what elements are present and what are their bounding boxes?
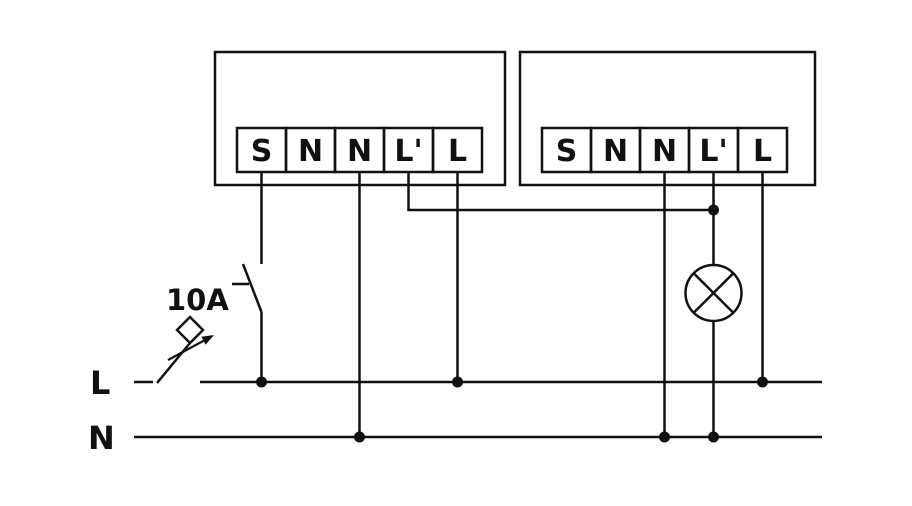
- breaker-blade: [156, 342, 191, 384]
- terminal-label-l: L: [448, 134, 467, 169]
- right-device: S N N L' L: [518, 50, 817, 187]
- neutral-line-label: N: [88, 419, 115, 457]
- terminal-label-n1: N: [603, 134, 628, 169]
- junction-dot: [256, 376, 267, 388]
- terminal-label-lprime: L': [394, 134, 422, 169]
- terminal-label-n2: N: [347, 134, 372, 169]
- junction-dot: [708, 204, 719, 216]
- breaker-arrow-icon: [201, 335, 214, 345]
- junction-dot: [757, 376, 768, 388]
- wires: [358, 172, 764, 437]
- lamp-cross-stroke: [692, 272, 735, 314]
- left-terminal-block: S N N L' L: [235, 126, 484, 174]
- left-device: S N N L' L: [213, 50, 507, 187]
- breaker-rating-label: 10A: [166, 283, 229, 317]
- terminal-label-lprime: L': [699, 134, 727, 169]
- right-terminal-block: S N N L' L: [540, 126, 789, 174]
- terminal-label-s: S: [556, 134, 578, 169]
- terminal-label-s: S: [251, 134, 273, 169]
- junction-dot: [659, 431, 670, 443]
- terminal-label-n1: N: [298, 134, 323, 169]
- lamp: [684, 263, 743, 323]
- lamp-icon: [684, 263, 743, 323]
- terminal-label-l: L: [753, 134, 772, 169]
- junction-dot: [708, 431, 719, 443]
- breaker-flag-icon: [175, 315, 205, 345]
- circuit-breaker: 10A: [156, 283, 229, 384]
- terminal-label-n2: N: [652, 134, 677, 169]
- junction-dot: [452, 376, 463, 388]
- junction-dot: [354, 431, 365, 443]
- breaker-arrow-shaft: [167, 339, 206, 361]
- supply-lines: L N: [88, 364, 822, 457]
- junctions: [256, 204, 768, 443]
- switch-blade: [241, 263, 263, 313]
- wire-left-lprime-link: [407, 172, 714, 212]
- switch-contact: [232, 172, 263, 382]
- live-line-label: L: [90, 364, 110, 402]
- right-device-box: [518, 50, 817, 187]
